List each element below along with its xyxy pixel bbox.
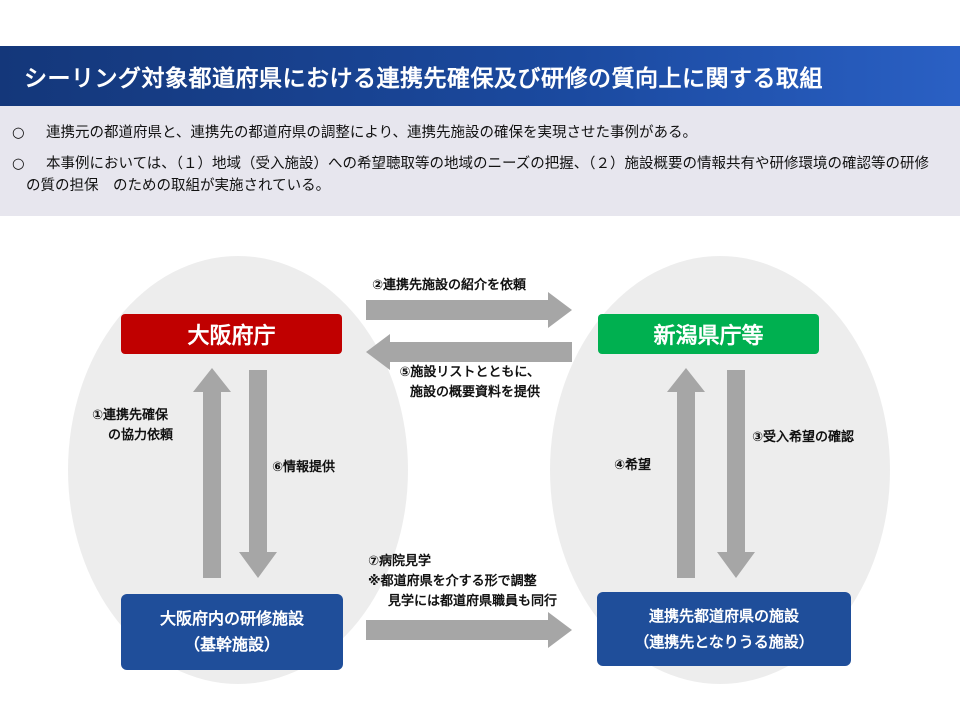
summary-bullet-2: ○ 本事例においては、（１）地域（受入施設）への希望聴取等の地域のニーズの把握、…: [12, 153, 942, 197]
edge-label-5-line2: 施設の概要資料を提供: [410, 385, 541, 400]
node-label-line1: 大阪府内の研修施設: [159, 609, 304, 628]
arrow-1-up: [193, 368, 231, 578]
edge-label-7-line2: ※都道府県を介する形で調整: [368, 574, 537, 589]
page-title: シーリング対象都道府県における連携先確保及び研修の質向上に関する取組: [0, 46, 960, 106]
arrow-7-right: [366, 612, 572, 648]
edge-label-1-line1: ①連携先確保: [92, 408, 169, 423]
bullet-mark: ○: [12, 125, 25, 141]
edge-label-5-line1: ⑤施設リストとともに、: [399, 365, 541, 380]
node-label-line2: （連携先となりうる施設）: [634, 633, 814, 651]
arrow-5-left: [366, 334, 572, 370]
arrow-3-down: [717, 370, 755, 578]
osaka-government-node: 大阪府庁: [121, 314, 342, 354]
node-label-line1: 連携先都道府県の施設: [648, 607, 799, 625]
summary-panel: ○ 連携元の都道府県と、連携先の都道府県の調整により、連携先施設の確保を実現させ…: [0, 106, 960, 216]
node-label-line2: （基幹施設）: [183, 635, 280, 654]
edge-label-7: ⑦病院見学 ※都道府県を介する形で調整 見学には都道府県職員も同行: [368, 552, 557, 612]
edge-label-5: ⑤施設リストとともに、 施設の概要資料を提供: [390, 363, 540, 403]
edge-label-4: ④希望: [614, 458, 652, 473]
edge-label-3: ③受入希望の確認: [752, 430, 855, 445]
arrow-6-down: [239, 370, 277, 578]
osaka-region-circle: [68, 256, 408, 684]
edge-label-1: ①連携先確保 の協力依頼: [92, 406, 173, 446]
node-label: 大阪府庁: [187, 324, 276, 349]
bullet-text: 連携元の都道府県と、連携先の都道府県の調整により、連携先施設の確保を実現させた事…: [46, 125, 698, 141]
niigata-government-node: 新潟県庁等: [598, 314, 819, 354]
osaka-facility-node: 大阪府内の研修施設 （基幹施設）: [121, 594, 343, 670]
edge-label-7-line3: 見学には都道府県職員も同行: [388, 594, 558, 609]
partner-facility-node: 連携先都道府県の施設 （連携先となりうる施設）: [597, 592, 851, 666]
edge-label-1-line2: の協力依頼: [108, 428, 174, 443]
niigata-region-circle: [550, 256, 890, 684]
bullet-text: 本事例においては、（１）地域（受入施設）への希望聴取等の地域のニーズの把握、（２…: [26, 156, 930, 194]
summary-bullet-1: ○ 連携元の都道府県と、連携先の都道府県の調整により、連携先施設の確保を実現させ…: [12, 122, 942, 144]
edge-label-6: ⑥情報提供: [272, 460, 336, 475]
edge-label-7-line1: ⑦病院見学: [368, 554, 432, 569]
node-label: 新潟県庁等: [653, 324, 764, 349]
bullet-mark: ○: [12, 156, 25, 172]
arrow-2-right: [366, 292, 572, 328]
arrow-4-up: [667, 368, 705, 578]
edge-label-2: ②連携先施設の紹介を依頼: [372, 278, 527, 293]
